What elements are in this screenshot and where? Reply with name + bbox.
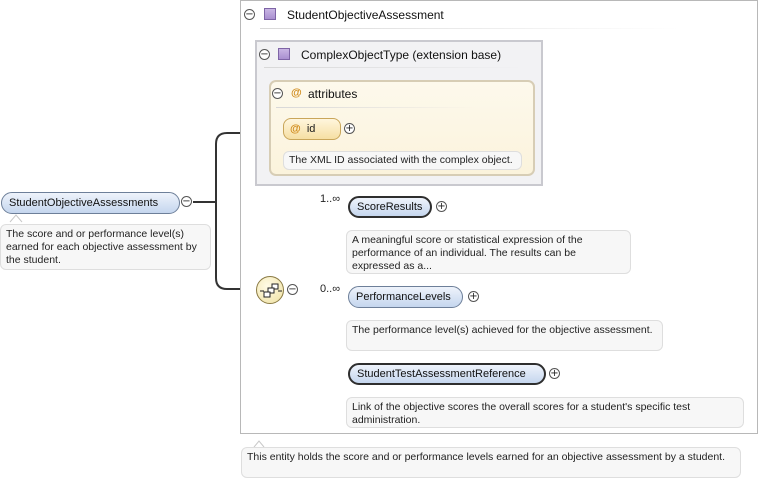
performance-levels-multiplicity: 0..∞	[320, 283, 341, 295]
attributes-title: attributes	[308, 87, 358, 101]
attribute-id[interactable]: @ id	[283, 118, 341, 140]
student-test-assessment-reference-element[interactable]: StudentTestAssessmentReference	[348, 363, 546, 385]
student-test-assessment-reference-expand-icon[interactable]: +	[549, 368, 560, 379]
type-box-separator	[260, 28, 680, 29]
performance-levels-expand-icon[interactable]: +	[468, 291, 479, 302]
attributes-collapse-icon[interactable]: −	[272, 88, 283, 99]
root-element-collapse-icon[interactable]: −	[181, 196, 192, 207]
attribute-id-label: id	[306, 123, 316, 135]
attributes-separator	[276, 107, 476, 108]
extension-box-separator	[264, 67, 524, 68]
type-box-collapse-icon[interactable]: −	[244, 9, 255, 20]
sequence-compositor-icon[interactable]	[256, 276, 284, 304]
extension-box-title: ComplexObjectType (extension base)	[301, 48, 502, 62]
performance-levels-element[interactable]: PerformanceLevels	[348, 286, 463, 308]
type-box-description: This entity holds the score and or perfo…	[241, 447, 741, 478]
score-results-multiplicity: 1..∞	[320, 193, 341, 205]
attribute-id-description: The XML ID associated with the complex o…	[283, 151, 522, 170]
score-results-description: A meaningful score or statistical expres…	[346, 230, 631, 274]
student-test-assessment-reference-description: Link of the objective scores the overall…	[346, 397, 744, 428]
score-results-element[interactable]: ScoreResults	[348, 196, 432, 218]
type-box-title: StudentObjectiveAssessment	[287, 8, 444, 22]
attribute-icon: @	[290, 123, 301, 135]
root-element-description: The score and or performance level(s) ea…	[0, 224, 211, 270]
sequence-glyph-icon	[260, 283, 282, 298]
sequence-collapse-icon[interactable]: −	[287, 284, 298, 295]
root-element-student-objective-assessments[interactable]: StudentObjectiveAssessments	[1, 192, 180, 214]
attribute-id-expand-icon[interactable]: +	[344, 123, 355, 134]
performance-levels-description: The performance level(s) achieved for th…	[346, 320, 663, 351]
complex-type-icon	[264, 8, 276, 20]
complex-type-icon	[278, 48, 290, 60]
extension-box-collapse-icon[interactable]: −	[259, 49, 270, 60]
score-results-expand-icon[interactable]: +	[436, 201, 447, 212]
attribute-icon: @	[291, 87, 302, 99]
